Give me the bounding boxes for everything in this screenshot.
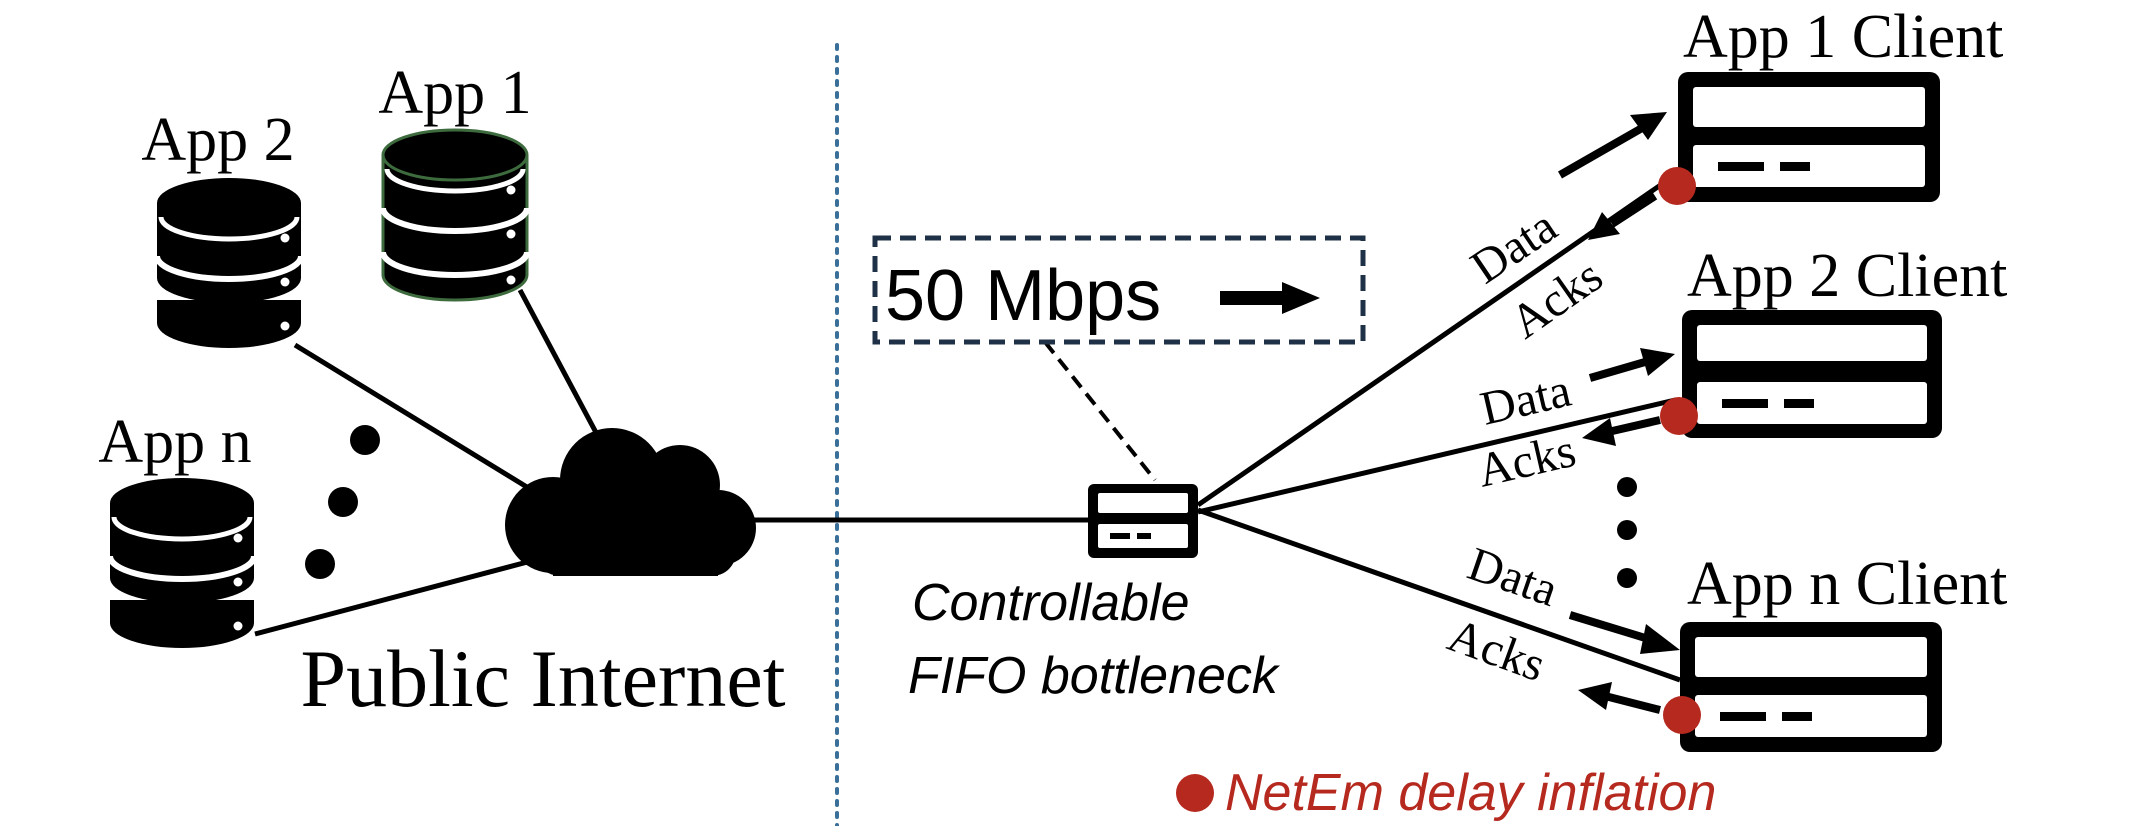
bottleneck-switch-icon [1088,484,1198,558]
link-bottleneck-client2 [1197,397,1676,515]
ack-arrow-icon [1588,192,1658,240]
data-arrow-icon [1568,611,1680,654]
bottleneck-caption-line2: FIFO bottleneck [908,647,1281,705]
legend-netem-label: NetEm delay inflation [1225,764,1716,822]
rate-arrow-icon [1220,282,1320,314]
client-ellipsis-dot [1617,477,1637,497]
ack-arrow-icon [1582,416,1661,446]
ack-arrow-icon [1578,682,1661,714]
server-app2-icon [157,178,301,348]
legend-netem-dot [1176,774,1214,812]
data-arrow-icon [1588,348,1675,382]
link-app2-internet [293,342,537,495]
callout-line [1043,340,1157,482]
server-appn-icon [110,478,254,648]
internet-label: Public Internet [300,633,785,724]
client-appn-icon [1680,622,1942,752]
ellipsis-dot [328,487,358,517]
bottleneck-caption-line1: Controllable [912,574,1190,632]
client-app2-icon [1682,310,1942,438]
cloud-icon [505,428,756,576]
client-ellipsis-dot [1617,520,1637,540]
ellipsis-dot [305,549,335,579]
acks-label: Acks [1441,609,1552,693]
client-app1-label: App 1 Client [1683,3,2003,71]
netem-dot [1658,167,1696,205]
server-app2-label: App 2 [141,106,294,174]
netem-dot [1663,696,1701,734]
client-app2-label: App 2 Client [1687,242,2007,310]
rate-callout-box [872,235,1366,345]
client-appn-label: App n Client [1687,550,2007,618]
netem-dot [1660,397,1698,435]
rate-label: 50 Mbps [885,256,1161,336]
data-label: Data [1461,537,1564,617]
link-appn-internet [254,557,536,637]
data-arrow-icon [1558,112,1667,179]
server-app1-icon [380,128,530,302]
link-app1-internet [517,288,603,442]
client-ellipsis-dot [1617,568,1637,588]
server-appn-label: App n [98,408,251,476]
server-app1-label: App 1 [378,59,531,127]
link-bottleneck-clientn [1197,507,1681,683]
client-app1-icon [1678,72,1940,202]
ellipsis-dot [350,425,380,455]
